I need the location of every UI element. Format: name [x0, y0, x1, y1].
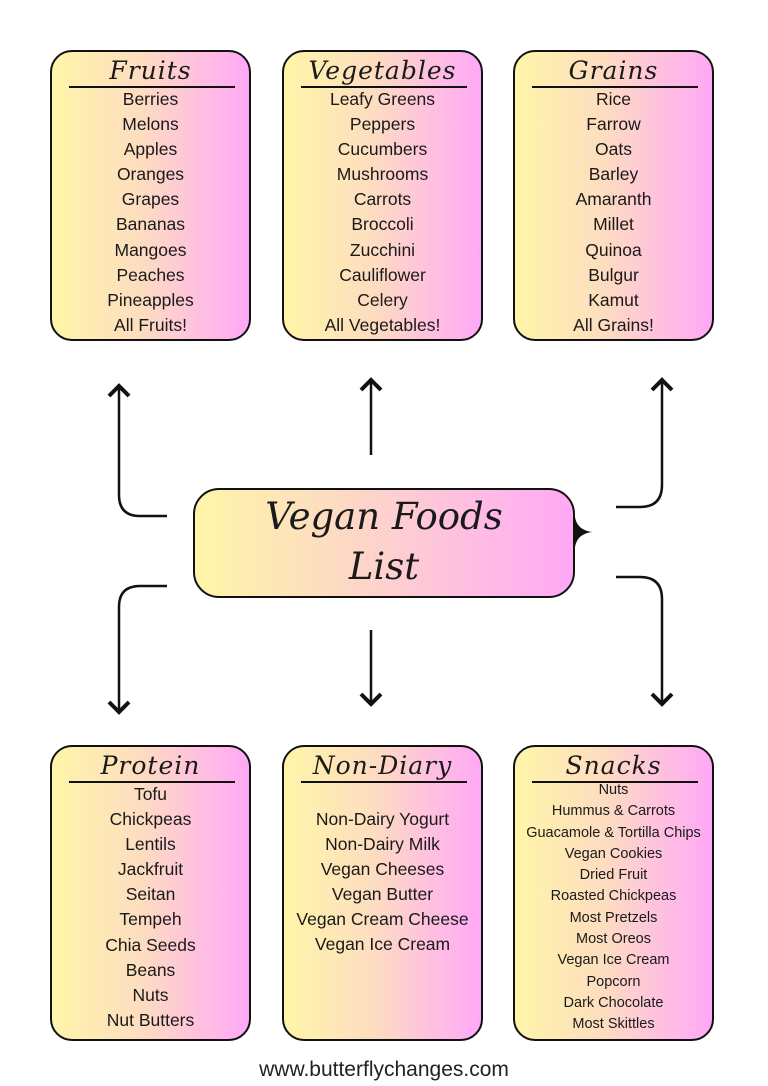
list-item: Mushrooms — [336, 164, 429, 185]
list-item: Pineapples — [107, 289, 194, 310]
list-item: Kamut — [588, 289, 639, 310]
category-title: Snacks — [565, 751, 662, 780]
list-item: Vegan Butter — [331, 884, 434, 905]
list-item: Seitan — [125, 884, 176, 905]
list-item: Mangoes — [114, 239, 187, 260]
list-item: Most Skittles — [572, 1016, 655, 1033]
list-item: Tempeh — [119, 909, 182, 930]
list-item: Oranges — [116, 164, 185, 185]
category-title: Protein — [100, 751, 201, 780]
list-item: Chia Seeds — [105, 934, 196, 955]
list-item: Vegan Cookies — [564, 845, 663, 862]
list-item: Peppers — [349, 114, 416, 135]
list-item: All Grains! — [573, 314, 654, 335]
list-item: Barley — [588, 164, 639, 185]
category-title: Vegetables — [308, 56, 457, 85]
list-item: Peaches — [116, 264, 185, 285]
list-item: Dark Chocolate — [563, 994, 664, 1011]
list-item: Broccoli — [351, 214, 414, 235]
list-item: Non-Dairy Yogurt — [315, 809, 450, 829]
category-title: Grains — [568, 56, 659, 85]
list-item: Lentils — [125, 834, 176, 855]
list-item: All Fruits! — [114, 314, 187, 335]
list-item: Popcorn — [586, 973, 641, 990]
list-item: Dried Fruit — [579, 867, 648, 884]
footer-website: www.butterflychanges.com — [259, 1058, 509, 1081]
list-item: Grapes — [121, 189, 180, 210]
list-item: Celery — [357, 289, 408, 310]
list-item: Vegan Cheeses — [320, 859, 445, 880]
arrow-to-snacks — [616, 575, 674, 707]
list-item: Cauliflower — [339, 264, 426, 285]
list-item: Most Pretzels — [569, 909, 658, 926]
list-item: Nut Butters — [106, 1009, 195, 1030]
title-underline — [301, 781, 467, 783]
list-item: Millet — [593, 214, 634, 235]
category-title: Fruits — [109, 56, 192, 85]
list-item: Hummus & Carrots — [551, 803, 676, 820]
list-item: Guacamole & Tortilla Chips — [526, 824, 701, 841]
list-item: Quinoa — [585, 239, 642, 260]
center-title-line2: List — [348, 545, 420, 588]
title-underline — [301, 86, 467, 88]
title-underline — [69, 781, 235, 783]
list-item: Rice — [595, 89, 631, 109]
list-item: Beans — [125, 959, 176, 980]
list-item: Cucumbers — [337, 139, 428, 160]
list-item: Apples — [123, 139, 178, 160]
list-item: Bananas — [115, 214, 186, 235]
title-underline — [69, 86, 235, 88]
list-item: Vegan Ice Cream — [314, 934, 451, 955]
list-item: Nuts — [132, 984, 169, 1005]
list-item: All Vegetables! — [324, 314, 441, 335]
list-item: Farrow — [586, 114, 641, 135]
center-title-line1: Vegan Foods — [265, 495, 503, 538]
title-underline — [532, 86, 698, 88]
list-item: Jackfruit — [117, 859, 184, 880]
sparkle-icon — [558, 517, 592, 547]
list-item: Vegan Ice Cream — [557, 952, 670, 969]
list-item: Nuts — [598, 782, 629, 798]
list-item: Oats — [595, 139, 632, 160]
list-item: Berries — [122, 89, 179, 109]
list-item: Melons — [122, 114, 179, 135]
center-title-box: Vegan Foods List — [193, 488, 575, 598]
category-title: Non-Diary — [312, 751, 453, 780]
title-underline — [532, 781, 698, 783]
arrow-to-fruits — [107, 383, 167, 518]
list-item: Roasted Chickpeas — [550, 888, 677, 905]
list-item: Non-Dairy Milk — [325, 834, 440, 855]
list-item: Carrots — [353, 189, 412, 210]
list-item: Tofu — [133, 784, 168, 804]
arrow-to-grains — [616, 377, 674, 509]
list-item: Amaranth — [575, 189, 652, 210]
list-item: Chickpeas — [109, 809, 192, 830]
list-item: Zucchini — [349, 239, 416, 260]
list-item: Leafy Greens — [329, 89, 436, 109]
arrow-to-protein — [107, 584, 167, 715]
list-item: Bulgur — [588, 264, 639, 285]
list-item: Vegan Cream Cheese — [296, 909, 469, 930]
list-item: Most Oreos — [576, 931, 651, 948]
